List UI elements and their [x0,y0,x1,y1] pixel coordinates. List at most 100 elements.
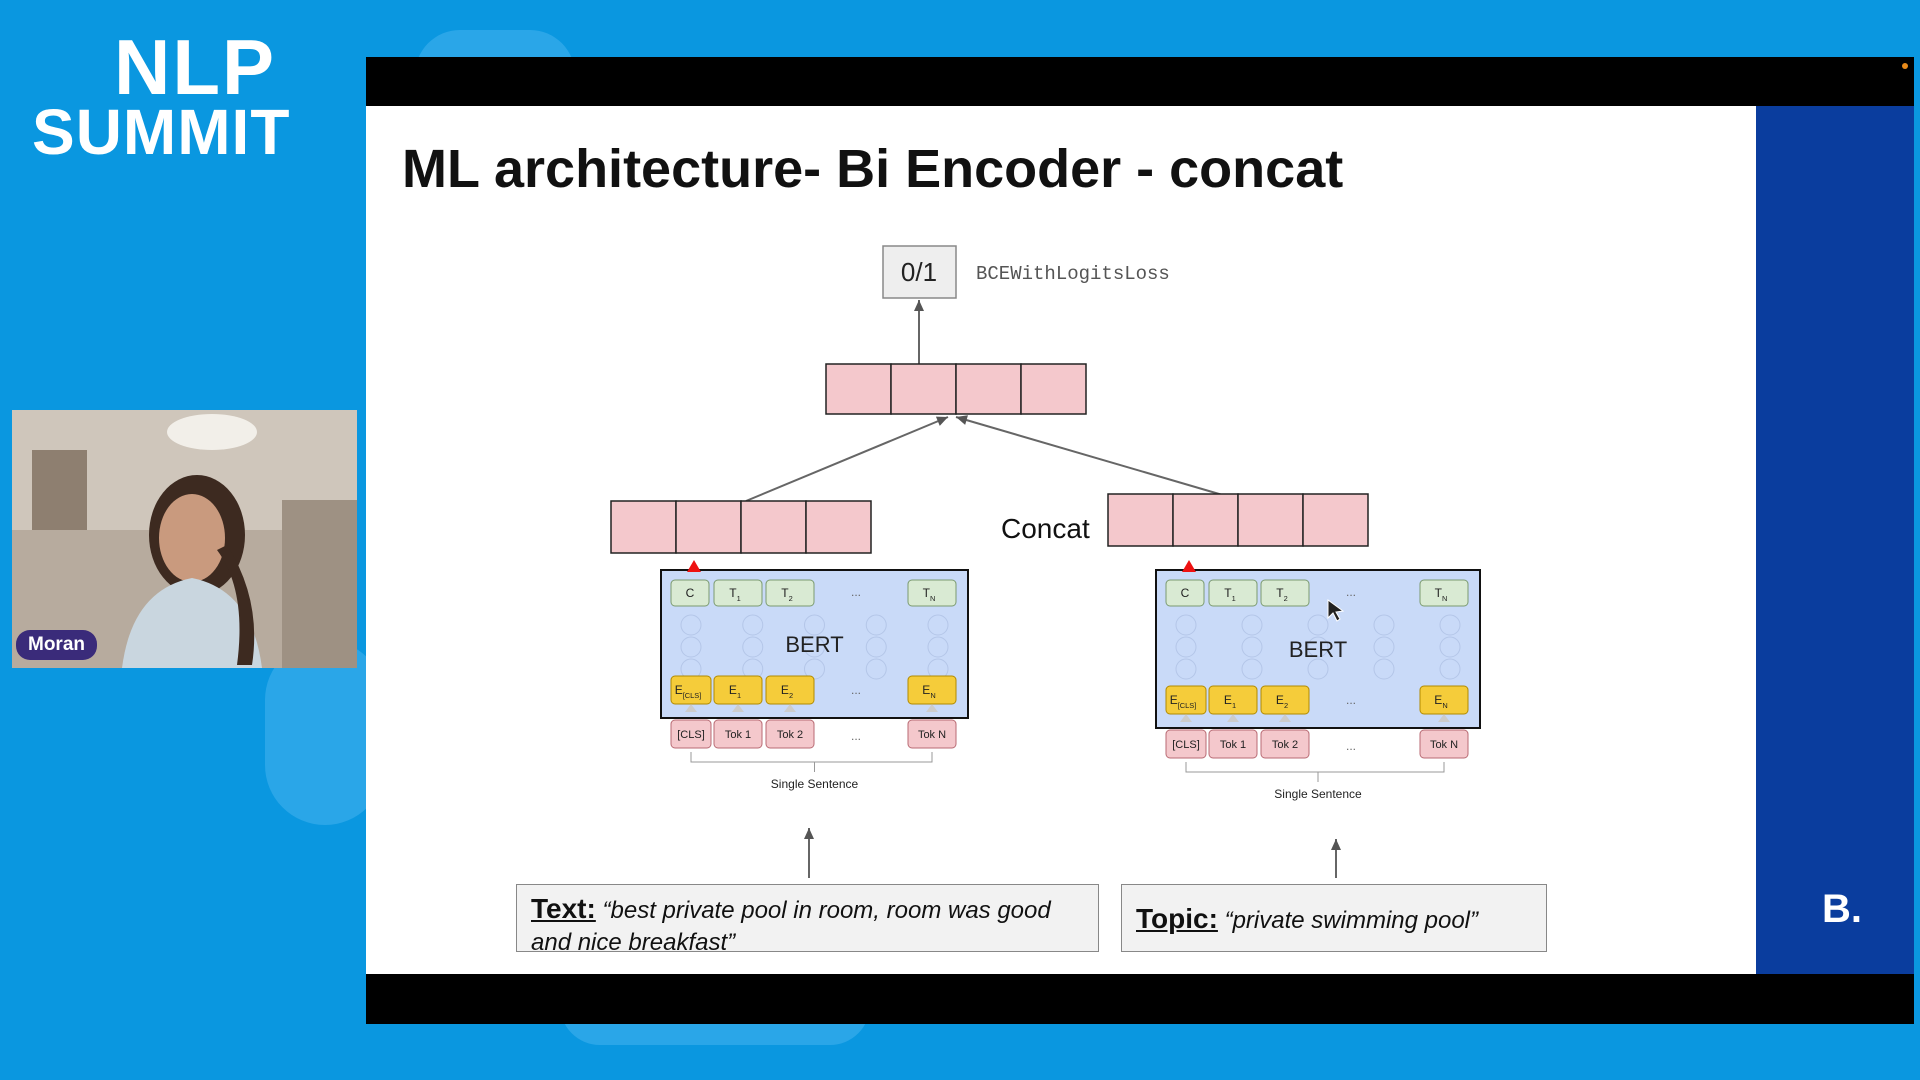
topic-output-token [1419,579,1469,607]
text-bert-node [927,614,949,636]
topic-bert-node [1439,614,1461,636]
topic-output-token [1208,579,1258,607]
background-deco [265,640,385,825]
text-input-token-label: Tok N [918,729,946,741]
speaker-photo [12,410,357,668]
text-bert-node [865,636,887,658]
participant-name-tag: Moran [16,630,97,660]
concat-vector-cell [825,363,892,415]
text-embedding-ellipsis: ... [851,683,861,697]
topic-input-token-label: Tok N [1430,739,1458,751]
topic-bert-node [1241,636,1263,658]
text-sentence-bracket [690,752,933,763]
text-output-token-label: C [686,586,695,600]
text-input-box: Text: “best private pool in room, room w… [516,884,1099,956]
text-output-ellipsis: ... [851,585,861,599]
topic-embedding-cell [1107,493,1174,547]
text-bert-node [742,636,764,658]
text-single-sentence-label: Single Sentence [771,777,859,791]
topic-input-token-label: [CLS] [1172,739,1200,751]
topic-bert-node [1439,636,1461,658]
text-output-token [670,579,710,607]
output-arrow-head [914,300,924,311]
topic-input-quote: “private swimming pool” [1224,907,1478,934]
topic-output-token-label: T1 [1224,586,1235,603]
text-bert-node [804,658,825,680]
text-output-token-label: T2 [781,586,792,603]
text-input-arrow [926,704,938,712]
topic-input-label: Topic: [1136,903,1218,934]
topic-single-sentence-label: Single Sentence [1274,787,1362,801]
topic-bert-node [1373,636,1395,658]
topic-input-token-label: Tok 2 [1272,739,1298,751]
text-input-token-label: Tok 1 [725,729,751,741]
logo-line1: NLP [114,23,276,111]
topic-bert-node [1241,614,1263,636]
text-embedding-cell [610,500,677,554]
slide: ML architecture- Bi Encoder - concat 0/1… [366,106,1756,974]
concat-vector-cell [1020,363,1087,415]
topic-cls-pointer [1182,560,1196,572]
slide-title: ML architecture- Bi Encoder - concat [402,139,1344,199]
logo-line2: SUMMIT [32,96,291,168]
topic-bert-node [1373,658,1395,680]
topic-input-box: Topic: “private swimming pool” [1121,884,1547,952]
text-bert-node [865,614,887,636]
text-input-label: Text: [531,893,596,924]
text-embedding-cell [805,500,872,554]
text-output-token [907,579,957,607]
text-input-arrow-head [804,828,814,839]
topic-input-arrow [1180,714,1192,722]
topic-input-ellipsis: ... [1346,739,1356,753]
topic-output-token-label: C [1181,586,1190,600]
topic-input-token [1208,729,1258,759]
recording-indicator [1902,63,1908,69]
topic-bert-node [1373,614,1395,636]
concat-vector-cell [890,363,957,415]
left-merge-arrow [745,416,949,502]
topic-sentence-bracket [1185,762,1445,773]
topic-input-arrow [1227,714,1239,722]
text-input-token-label: [CLS] [677,729,705,741]
text-bert-node [804,614,825,636]
topic-bert-node [1241,658,1263,680]
topic-bert-node [1175,614,1197,636]
text-output-token-label: T1 [729,586,740,603]
text-bert-label: BERT [785,632,843,657]
right-merge-arrow-head [956,415,968,425]
left-merge-arrow-head [935,416,948,426]
topic-input-token-label: Tok 1 [1220,739,1246,751]
topic-input-token [1260,729,1310,759]
text-input-ellipsis: ... [851,729,861,743]
text-bert-node [865,658,887,680]
topic-input-token [1419,729,1469,759]
text-input-arrow [784,704,796,712]
topic-input-token [1165,729,1207,759]
topic-input-arrow [1279,714,1291,722]
output-box [882,245,957,299]
topic-embedding-cell [1172,493,1239,547]
loss-label: BCEWithLogitsLoss [976,263,1170,285]
concat-vector-cell [955,363,1022,415]
text-input-token [765,719,815,749]
concat-label: Concat [1001,513,1090,544]
brand-panel [1756,106,1914,974]
text-embedding-cell [675,500,742,554]
topic-output-token-label: T2 [1276,586,1287,603]
text-bert-node [680,636,702,658]
topic-input-arrow-head [1331,839,1341,850]
text-input-arrow [732,704,744,712]
text-bert-node [927,636,949,658]
topic-input-arrow [1438,714,1450,722]
topic-bert-node [1307,658,1329,680]
text-input-arrow [685,704,697,712]
output-label: 0/1 [901,257,937,287]
text-output-token [713,579,763,607]
topic-output-token [1260,579,1310,607]
topic-bert-node [1439,658,1461,680]
text-bert-node [742,614,764,636]
topic-bert-node [1307,636,1329,658]
brand-logo: B. [1822,887,1862,931]
text-bert-node [680,614,702,636]
